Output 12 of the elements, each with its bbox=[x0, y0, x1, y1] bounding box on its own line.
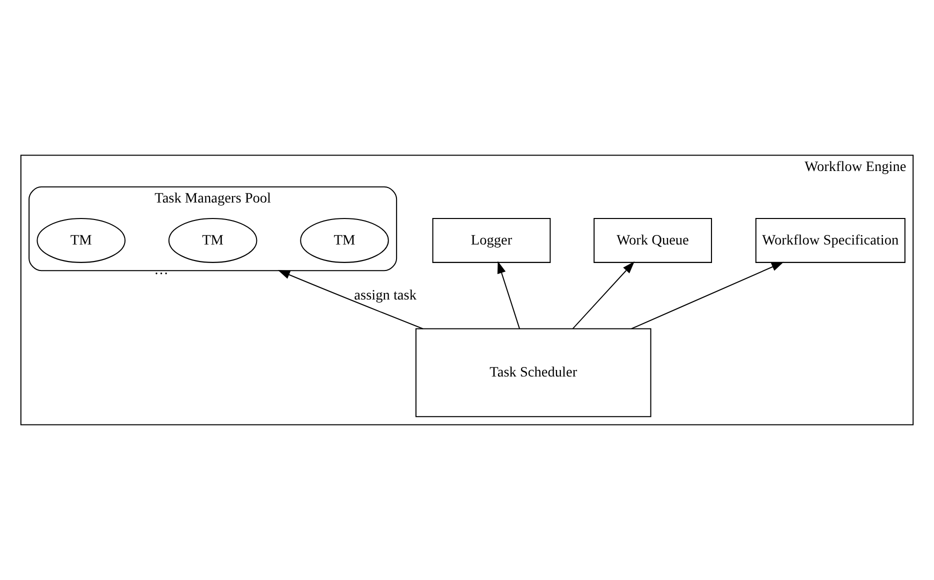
node-box: Workflow Specification bbox=[755, 218, 906, 263]
node-ellipse: TM bbox=[168, 218, 258, 263]
node-ellipse: TM bbox=[300, 218, 389, 263]
arrow bbox=[278, 270, 424, 330]
node-ellipse: TM bbox=[36, 218, 126, 263]
arrow bbox=[497, 261, 520, 329]
edge-label: assign task bbox=[354, 287, 416, 304]
arrow bbox=[631, 262, 784, 330]
node-box: Task Scheduler bbox=[415, 328, 652, 418]
node-box: Work Queue bbox=[594, 218, 712, 263]
arrow bbox=[572, 261, 635, 330]
node-box: Logger bbox=[432, 218, 551, 263]
